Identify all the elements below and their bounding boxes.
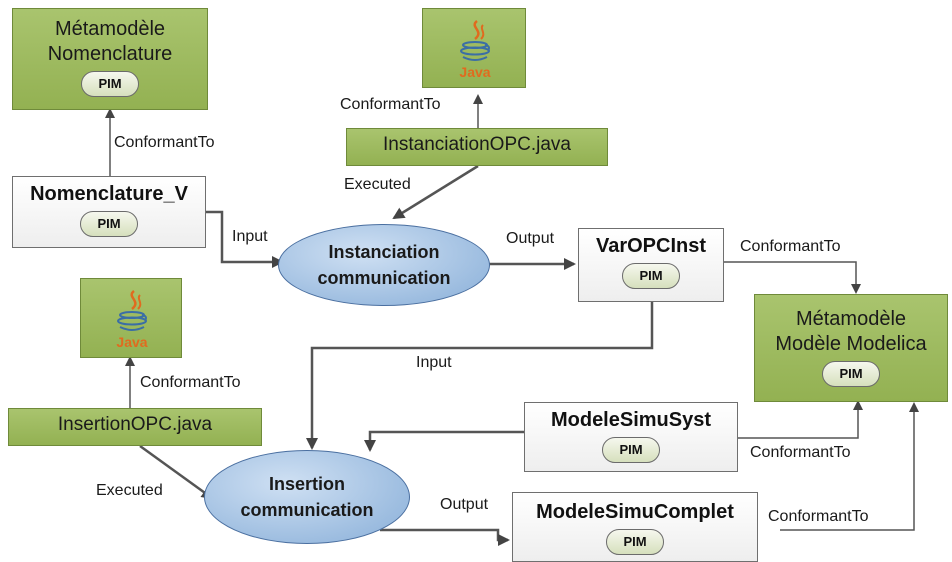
insertion-process: Insertion communication	[204, 450, 410, 544]
pim-badge: PIM	[81, 71, 139, 97]
insertion-file-box: InsertionOPC.java	[8, 408, 262, 446]
pim-badge: PIM	[606, 529, 664, 555]
edge-executed-top	[392, 164, 479, 220]
modelesimusyst-title: ModeleSimuSyst	[550, 409, 712, 431]
edge-conformantto-simucomplet	[780, 402, 919, 531]
label-conformantto-simucomplet: ConformantTo	[768, 508, 869, 525]
java-logo-icon: Java	[459, 20, 491, 80]
java-logo-text: Java	[116, 334, 147, 350]
pim-badge: PIM	[80, 211, 138, 237]
pim-badge: PIM	[622, 263, 680, 289]
edge-conformantto-simusyst	[738, 400, 863, 439]
varopcinst-box: VarOPCInst PIM	[578, 228, 724, 302]
metamodel-modelica-line1: Métamodèle	[795, 308, 907, 330]
edge-input-mid	[306, 302, 654, 450]
label-conformantto-simusyst: ConformantTo	[750, 444, 851, 461]
modelesimucomplet-title: ModeleSimuComplet	[536, 501, 734, 523]
instanciation-file-title: InstanciationOPC.java	[383, 134, 571, 155]
insertion-process-line1: Insertion	[268, 474, 345, 494]
modelesimusyst-box: ModeleSimuSyst PIM	[524, 402, 738, 472]
java-logo-icon: Java	[116, 290, 148, 350]
insertion-file-title: InsertionOPC.java	[57, 414, 213, 435]
metamodel-nomenclature-line2: Nomenclature	[47, 43, 173, 65]
label-input-mid: Input	[416, 354, 452, 371]
nomenclature-v-box: Nomenclature_V PIM	[12, 176, 206, 248]
label-executed-left: Executed	[96, 482, 163, 499]
pim-badge: PIM	[602, 437, 660, 463]
label-conformantto-java-top: ConformantTo	[340, 96, 441, 113]
java-box-top: Java	[422, 8, 526, 88]
instanciation-process-line2: communication	[317, 268, 451, 288]
edge-input-top	[206, 210, 284, 268]
edge-conformantto-varopc	[724, 261, 861, 294]
java-logo-text: Java	[459, 64, 490, 80]
label-executed-top: Executed	[344, 176, 411, 193]
label-input-top: Input	[232, 228, 268, 245]
nomenclature-v-title: Nomenclature_V	[30, 183, 188, 205]
label-output-bottom: Output	[440, 496, 489, 513]
metamodel-nomenclature-line1: Métamodèle	[54, 18, 166, 40]
metamodel-modelica-line2: Modèle Modelica	[775, 333, 927, 355]
edge-output-bottom	[380, 528, 510, 546]
label-conformantto-varopc: ConformantTo	[740, 238, 841, 255]
label-conformantto-nomenclature: ConformantTo	[114, 134, 215, 151]
metamodel-nomenclature: Métamodèle Nomenclature PIM	[12, 8, 208, 110]
label-output-top: Output	[506, 230, 555, 247]
edge-executed-left	[139, 444, 214, 500]
varopcinst-title: VarOPCInst	[595, 235, 707, 257]
instanciation-process: Instanciation communication	[278, 224, 490, 306]
metamodel-modelica: Métamodèle Modèle Modelica PIM	[754, 294, 948, 402]
insertion-process-line2: communication	[240, 500, 374, 520]
instanciation-process-line1: Instanciation	[328, 242, 440, 262]
pim-badge: PIM	[822, 361, 880, 387]
label-conformantto-java-left: ConformantTo	[140, 374, 241, 391]
modelesimucomplet-box: ModeleSimuComplet PIM	[512, 492, 758, 562]
java-box-left: Java	[80, 278, 182, 358]
edge-simusyst-insertion	[364, 430, 524, 452]
instanciation-file-box: InstanciationOPC.java	[346, 128, 608, 166]
